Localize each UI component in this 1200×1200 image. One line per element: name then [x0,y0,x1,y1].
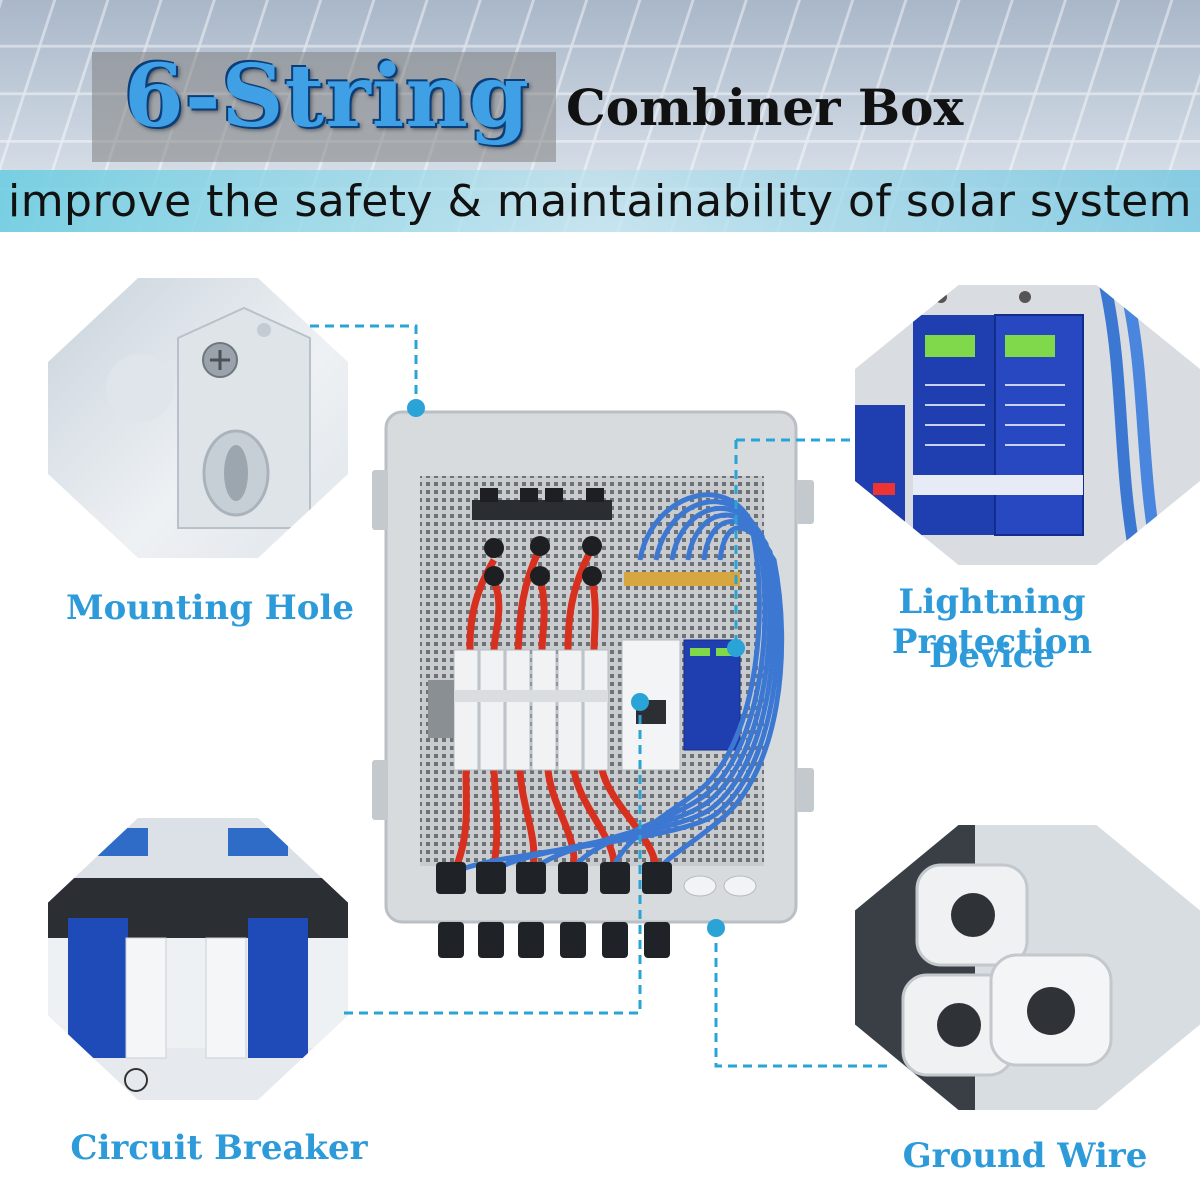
spd-illustration [855,285,1165,565]
label-ground-wire: Ground Wire [902,1136,1148,1176]
label-lightning-protection-line2: Device [928,636,1056,676]
breaker-illustration [48,818,348,1092]
mounting-hole-detail [48,278,348,558]
fuse-holders [428,649,609,771]
circuit-breaker-detail [48,818,348,1100]
cable-gland-illustration [855,825,1113,1110]
label-mounting-hole: Mounting Hole [65,588,355,628]
ccc-mark-icon [124,1068,148,1092]
ground-bar [624,572,740,586]
blue-wires [449,492,785,878]
hinge-bottom [372,760,388,820]
title-sub: Combiner Box [566,78,964,137]
cable-gland-icon [901,863,1113,1077]
mounting-hole-illustration [106,306,311,529]
busbar [472,500,612,520]
latch-bottom [796,768,814,812]
hinge-top [372,470,388,530]
title-backdrop [92,52,556,162]
label-circuit-breaker: Circuit Breaker [70,1128,368,1168]
label-lightning-protection-line1: Lightning Protection [891,582,1093,662]
tagline: improve the safety & maintainability of … [7,176,1193,227]
surge-protector [683,639,741,751]
tagline-bar [0,170,1200,232]
latch-top [796,480,814,524]
ground-wire-detail [855,825,1200,1110]
mc4-connectors [436,862,672,958]
callout-dots [407,399,745,937]
title-main: 6-String [124,46,531,147]
lightning-protection-detail [855,285,1200,565]
header-banner: 6-String Combiner Box improve the safety… [0,0,1200,232]
callout-lines [310,324,888,1068]
